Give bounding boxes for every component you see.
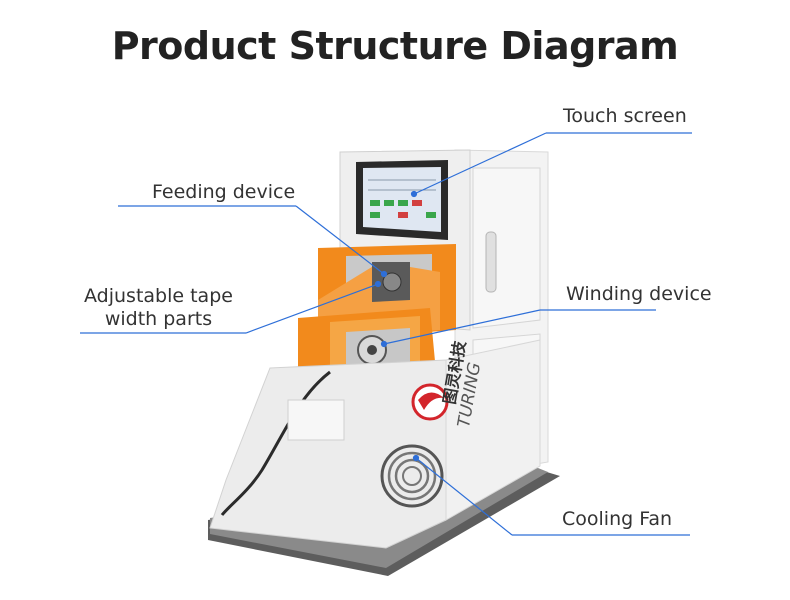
cooling-fan-grille xyxy=(380,444,444,508)
label-adjustable-line2: width parts xyxy=(104,308,213,330)
page-title: Product Structure Diagram xyxy=(111,24,679,68)
label-adjustable-tape-width-parts: Adjustable tape width parts xyxy=(84,285,233,331)
label-cooling-fan: Cooling Fan xyxy=(562,508,673,530)
label-touch-screen: Touch screen xyxy=(563,105,687,127)
tape-wire xyxy=(220,370,331,516)
leader-lines xyxy=(80,132,692,536)
label-winding-device: Winding device xyxy=(566,283,712,305)
label-adjustable-line1: Adjustable tape xyxy=(84,285,233,307)
label-feeding-device: Feeding device xyxy=(152,181,296,203)
